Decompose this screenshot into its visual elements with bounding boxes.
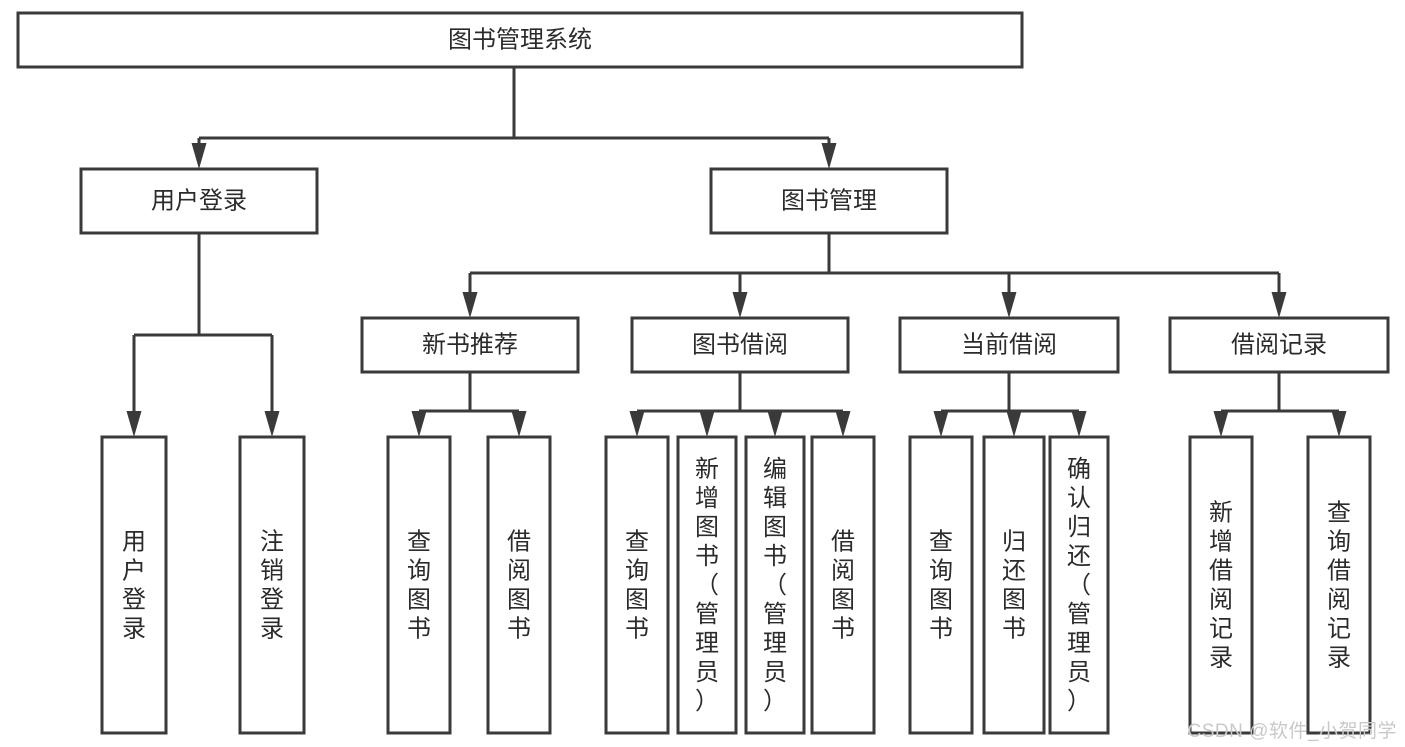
node-leaf-logout-login[interactable]: 注销登录 xyxy=(238,435,306,735)
node-leaf-user-login[interactable]: 用户登录 xyxy=(100,435,168,735)
node-current-borrow[interactable]: 当前借阅 xyxy=(898,316,1120,374)
node-leaf-query-record[interactable]: 查询借阅记录 xyxy=(1306,435,1372,735)
node-leaf-user-login-label: 用户登录 xyxy=(122,529,146,643)
node-leaf-borrow-book-1-label: 借阅图书 xyxy=(507,529,531,643)
node-book-manage-box[interactable] xyxy=(709,167,949,235)
node-leaf-query-record-box[interactable] xyxy=(1306,435,1372,735)
node-book-borrow-box[interactable] xyxy=(630,316,850,374)
node-leaf-confirm-return[interactable]: 确认归还（管理员） xyxy=(1048,435,1110,735)
node-borrow-record[interactable]: 借阅记录 xyxy=(1168,316,1390,374)
node-leaf-query-book-3[interactable]: 查询图书 xyxy=(908,435,974,735)
node-leaf-query-book-1-box[interactable] xyxy=(386,435,452,735)
node-book-borrow[interactable]: 图书借阅 xyxy=(630,316,850,374)
node-leaf-borrow-book-2-box[interactable] xyxy=(810,435,876,735)
node-book-manage-label: 图书管理 xyxy=(781,187,877,214)
node-leaf-return-book-box[interactable] xyxy=(982,435,1046,735)
node-leaf-edit-book-box[interactable] xyxy=(744,435,806,735)
node-leaf-confirm-return-label: 确认归还（管理员） xyxy=(1067,456,1091,715)
node-leaf-add-record[interactable]: 新增借阅记录 xyxy=(1188,435,1254,735)
node-leaf-query-book-3-box[interactable] xyxy=(908,435,974,735)
node-user-login-label: 用户登录 xyxy=(151,187,247,214)
node-leaf-confirm-return-box[interactable] xyxy=(1048,435,1110,735)
node-borrow-record-box[interactable] xyxy=(1168,316,1390,374)
connector-group xyxy=(126,67,1347,437)
node-leaf-return-book-label: 归还图书 xyxy=(1002,529,1026,643)
node-book-borrow-label: 图书借阅 xyxy=(692,331,788,358)
node-leaf-logout-login-box[interactable] xyxy=(238,435,306,735)
node-leaf-borrow-book-1-box[interactable] xyxy=(486,435,552,735)
node-root-label: 图书管理系统 xyxy=(448,26,592,53)
node-leaf-query-book-2-label: 查询图书 xyxy=(625,529,649,643)
node-leaf-query-book-2[interactable]: 查询图书 xyxy=(604,435,670,735)
node-leaf-borrow-book-2-label: 借阅图书 xyxy=(831,529,855,643)
node-leaf-query-book-1-label: 查询图书 xyxy=(407,529,431,643)
node-root[interactable]: 图书管理系统 xyxy=(16,11,1024,69)
node-leaf-return-book[interactable]: 归还图书 xyxy=(982,435,1046,735)
node-leaf-query-book-3-label: 查询图书 xyxy=(929,529,953,643)
node-leaf-logout-login-label: 注销登录 xyxy=(260,529,284,643)
node-current-borrow-box[interactable] xyxy=(898,316,1120,374)
node-leaf-borrow-book-1[interactable]: 借阅图书 xyxy=(486,435,552,735)
node-user-login-box[interactable] xyxy=(79,167,319,235)
node-borrow-record-label: 借阅记录 xyxy=(1231,331,1327,358)
node-leaf-borrow-book-2[interactable]: 借阅图书 xyxy=(810,435,876,735)
node-leaf-query-record-label: 查询借阅记录 xyxy=(1327,500,1351,672)
node-leaf-add-record-box[interactable] xyxy=(1188,435,1254,735)
node-new-book-rec[interactable]: 新书推荐 xyxy=(360,316,580,374)
node-leaf-user-login-box[interactable] xyxy=(100,435,168,735)
node-leaf-edit-book[interactable]: 编辑图书（管理员） xyxy=(744,435,806,735)
node-leaf-add-book-label: 新增图书（管理员） xyxy=(695,456,719,715)
node-book-manage[interactable]: 图书管理 xyxy=(709,167,949,235)
node-leaf-add-record-label: 新增借阅记录 xyxy=(1209,500,1233,672)
node-current-borrow-label: 当前借阅 xyxy=(961,331,1057,358)
node-leaf-add-book[interactable]: 新增图书（管理员） xyxy=(676,435,738,735)
node-leaf-query-book-1[interactable]: 查询图书 xyxy=(386,435,452,735)
node-root-box[interactable] xyxy=(16,11,1024,69)
node-leaf-add-book-box[interactable] xyxy=(676,435,738,735)
node-leaf-query-book-2-box[interactable] xyxy=(604,435,670,735)
node-user-login[interactable]: 用户登录 xyxy=(79,167,319,235)
node-new-book-rec-label: 新书推荐 xyxy=(422,331,518,358)
node-new-book-rec-box[interactable] xyxy=(360,316,580,374)
node-leaf-edit-book-label: 编辑图书（管理员） xyxy=(763,456,787,715)
node-group: 图书管理系统用户登录图书管理新书推荐图书借阅当前借阅借阅记录用户登录注销登录查询… xyxy=(16,11,1390,735)
